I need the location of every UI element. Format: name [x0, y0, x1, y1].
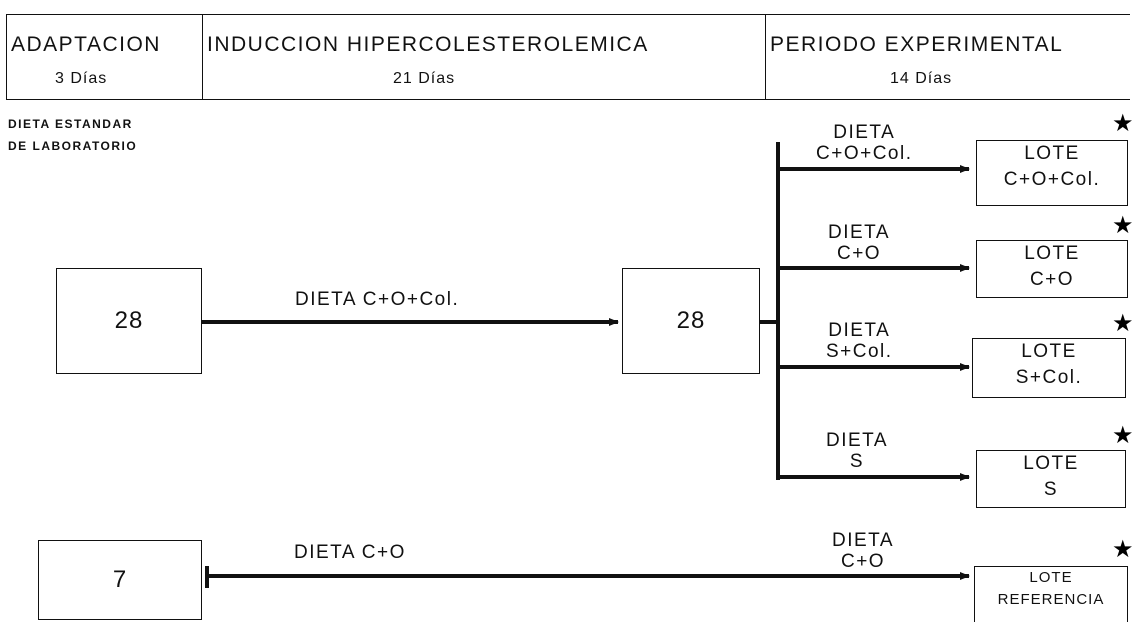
lot-box-4: LOTE S	[976, 450, 1126, 508]
phase-duration: 14 Días	[890, 70, 953, 87]
star-icon: ★	[1112, 212, 1134, 239]
phase-induction: INDUCCION HIPERCOLESTEROLEMICA 21 Días	[202, 14, 765, 100]
lot-box-1: LOTE C+O+Col.	[976, 140, 1128, 206]
lot-box-2: LOTE C+O	[976, 240, 1128, 298]
diet-label-branch-2: DIETA C+O	[828, 222, 891, 264]
phase-adaptation: ADAPTACION 3 Días	[6, 14, 202, 100]
group-count: 28	[114, 307, 144, 334]
phase-experimental: PERIODO EXPERIMENTAL 14 Días	[765, 14, 1130, 100]
diet-label-branch-3: DIETA S+Col.	[826, 320, 893, 362]
star-icon: ★	[1112, 536, 1134, 563]
group-count: 28	[676, 307, 706, 334]
star-icon: ★	[1112, 422, 1134, 449]
group-box-induced: 28	[622, 268, 760, 374]
lot-box-reference: LOTE REFERENCIA	[974, 566, 1128, 622]
group-count: 7	[112, 566, 128, 593]
basal-diet-line2: DE LABORATORIO	[8, 139, 138, 153]
group-box-reference: 7	[38, 540, 202, 620]
star-icon: ★	[1112, 310, 1134, 337]
phase-name: PERIODO EXPERIMENTAL	[770, 33, 1064, 56]
basal-diet-line1: DIETA ESTANDAR	[8, 117, 133, 131]
phase-name: INDUCCION HIPERCOLESTEROLEMICA	[207, 33, 649, 56]
diet-label-induction: DIETA C+O+Col.	[295, 289, 460, 310]
group-box-initial: 28	[56, 268, 202, 374]
diet-label-reference-end: DIETA C+O	[832, 530, 895, 572]
phase-duration: 3 Días	[55, 70, 108, 87]
diet-label-branch-4: DIETA S	[826, 430, 889, 472]
diet-label-branch-1: DIETA C+O+Col.	[816, 122, 913, 164]
phase-duration: 21 Días	[393, 70, 456, 87]
star-icon: ★	[1112, 110, 1134, 137]
lot-box-3: LOTE S+Col.	[972, 338, 1126, 398]
phase-name: ADAPTACION	[11, 33, 161, 56]
diet-label-reference-start: DIETA C+O	[294, 542, 406, 563]
